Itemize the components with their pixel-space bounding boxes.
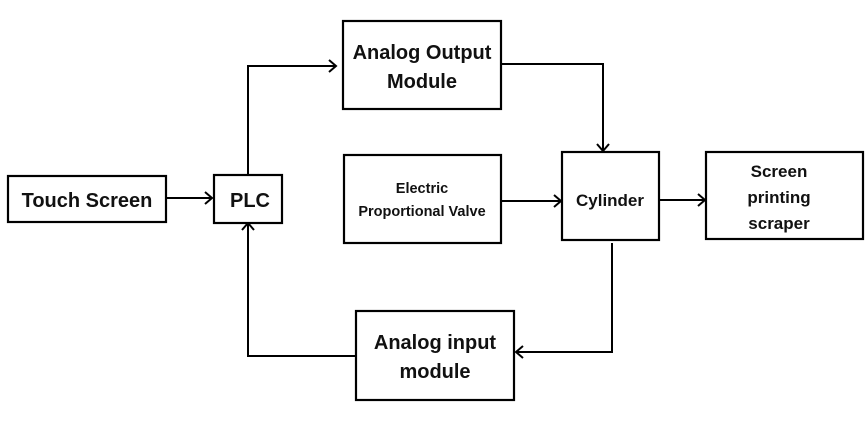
edge-cylinder-to-scraper bbox=[659, 193, 707, 207]
node-plc: PLC bbox=[212, 173, 284, 225]
node-touch-screen: Touch Screen bbox=[6, 174, 168, 224]
edge-analog-input-to-plc bbox=[241, 221, 356, 357]
edge-valve-to-cylinder bbox=[501, 194, 563, 208]
edge-touch-screen-to-plc bbox=[166, 191, 214, 205]
node-scraper-label-line1: Screen bbox=[751, 162, 808, 181]
node-screen-printing-scraper: Screen printing scraper bbox=[704, 150, 865, 241]
edge-analog-output-to-cylinder bbox=[502, 63, 610, 153]
node-analog-input-module: Analog input module bbox=[354, 309, 516, 402]
node-touch-screen-label: Touch Screen bbox=[22, 190, 153, 212]
node-electric-proportional-valve: Electric Proportional Valve bbox=[342, 153, 503, 245]
node-analog-output-label-line2: Module bbox=[387, 71, 457, 93]
node-cylinder-label: Cylinder bbox=[576, 191, 644, 210]
node-plc-label: PLC bbox=[230, 190, 270, 212]
node-scraper-label-line2: printing bbox=[747, 188, 810, 207]
edge-plc-to-analog-output bbox=[247, 59, 338, 175]
node-analog-output-module: Analog Output Module bbox=[341, 19, 503, 111]
node-analog-input-label-line2: module bbox=[399, 361, 470, 383]
node-analog-output-label-line1: Analog Output bbox=[353, 42, 492, 64]
node-scraper-label-line3: scraper bbox=[748, 214, 810, 233]
node-valve-label-line2: Proportional Valve bbox=[358, 204, 485, 220]
node-analog-input-label-line1: Analog input bbox=[374, 332, 497, 354]
edge-cylinder-to-analog-input bbox=[514, 243, 613, 359]
node-valve-label-line1: Electric bbox=[396, 181, 448, 197]
node-cylinder: Cylinder bbox=[560, 150, 661, 242]
